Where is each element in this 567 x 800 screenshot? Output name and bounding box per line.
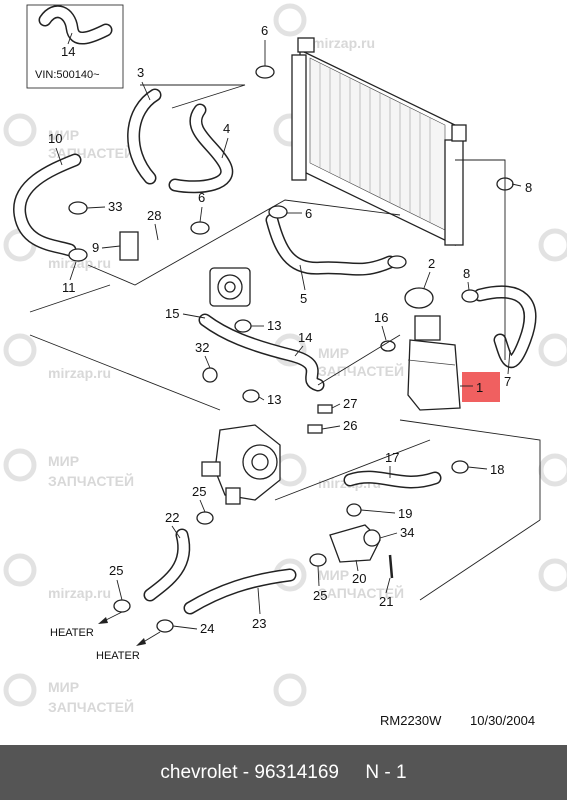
callout-8a: 8 [525, 180, 532, 195]
callout-10: 10 [48, 131, 62, 146]
watermark-line1: МИР [48, 127, 79, 143]
watermark-line2: ЗАПЧАСТЕЙ [318, 362, 404, 379]
radiator [291, 37, 467, 247]
callout-1: 1 [476, 380, 483, 395]
watermark-site: mirzap.ru [48, 365, 111, 381]
drawing-reference-code: RM2230W [380, 713, 442, 728]
watermark-line2: ЗАПЧАСТЕЙ [48, 144, 134, 161]
watermark-line1: МИР [48, 453, 79, 469]
watermark-line2: ЗАПЧАСТЕЙ [48, 698, 134, 715]
callout-23: 23 [252, 616, 266, 631]
heater-connections: HEATER HEATER [50, 611, 161, 662]
footer-position: N - 1 [365, 761, 407, 783]
footer-gap [339, 762, 365, 784]
watermark-line2: ЗАПЧАСТЕЙ [48, 472, 134, 489]
callout-27: 27 [343, 396, 357, 411]
footer-part-number: 96314169 [254, 761, 339, 783]
watermark-logo: mirzap.ru [3, 333, 111, 381]
callout-22: 22 [165, 510, 179, 525]
hoses [13, 88, 537, 615]
tank-cap [404, 287, 434, 309]
outline-lines [29, 84, 541, 601]
arrow-head-icon [98, 617, 108, 624]
watermark-line1: МИР [48, 679, 79, 695]
water-outlet [329, 524, 381, 563]
watermark-logo [538, 228, 567, 262]
watermark-logo: МИР ЗАПЧАСТЕЙ [3, 448, 134, 489]
callout-25a: 25 [192, 484, 206, 499]
watermark-logo: МИР ЗАПЧАСТЕЙ [273, 333, 404, 379]
callout-11: 11 [62, 280, 76, 295]
heater-label-upper: HEATER [50, 627, 94, 639]
callout-9: 9 [92, 240, 99, 255]
callout-24: 24 [200, 621, 214, 636]
watermark-line2: ЗАПЧАСТЕЙ [318, 584, 404, 601]
callout-34: 34 [400, 525, 414, 540]
callout-6b: 6 [198, 190, 205, 205]
footer-bar: chevrolet - 96314169 N - 1 [0, 745, 567, 800]
watermark-logo [538, 453, 567, 487]
callout-28: 28 [147, 208, 161, 223]
watermark-logo: МИР ЗАПЧАСТЕЙ [273, 558, 404, 601]
watermark-line1: МИР [318, 567, 349, 583]
watermark-logo: МИР ЗАПЧАСТЕЙ [3, 673, 134, 715]
callout-17: 17 [385, 450, 399, 465]
callout-25b: 25 [109, 563, 123, 578]
callout-13b: 13 [267, 392, 281, 407]
sensor-27 [317, 404, 333, 414]
heater-label-lower: HEATER [96, 650, 140, 662]
watermark-logo [538, 558, 567, 592]
callout-4: 4 [223, 121, 230, 136]
watermark-logo [538, 333, 567, 367]
callouts: 2 3 4 5 6 6 6 7 8 8 9 10 11 13 13 14 15 … [48, 23, 532, 636]
callout-2: 2 [428, 256, 435, 271]
callout-15: 15 [165, 306, 179, 321]
callout-19: 19 [398, 506, 412, 521]
callout-32: 32 [195, 340, 209, 355]
callout-13a: 13 [267, 318, 281, 333]
callout-25c: 25 [313, 588, 327, 603]
cooling-system-diagram: mirzap.ru МИР ЗАПЧАСТЕЙ МИР ЗАПЧАСТЕЙ mi… [3, 3, 567, 715]
callout-26: 26 [343, 418, 357, 433]
callout-33: 33 [108, 199, 122, 214]
watermark-site: mirzap.ru [312, 35, 375, 51]
callout-18: 18 [490, 462, 504, 477]
watermark-logo: mirzap.ru [3, 553, 111, 601]
watermark-logo: МИР ЗАПЧАСТЕЙ [3, 113, 134, 161]
callout-6a: 6 [261, 23, 268, 38]
throttle-body [209, 267, 251, 307]
thermostat-housing [201, 424, 281, 505]
callout-21: 21 [379, 594, 393, 609]
watermark-site: mirzap.ru [48, 585, 111, 601]
watermark-site: mirzap.ru [48, 255, 111, 271]
expansion-tank: 1 [404, 287, 500, 411]
inset-vin-note: VIN:500140~ [35, 69, 100, 81]
watermark-logo [273, 673, 307, 707]
watermark-line1: МИР [318, 345, 349, 361]
sensor-26 [307, 424, 323, 434]
callout-20: 20 [352, 571, 366, 586]
callout-16: 16 [374, 310, 388, 325]
callout-5: 5 [300, 291, 307, 306]
footer-brand: chevrolet [160, 761, 238, 783]
highlight-box [462, 372, 500, 402]
arrow-head-icon [136, 638, 146, 646]
inset-box: 14 VIN:500140~ [26, 4, 124, 89]
callout-7: 7 [504, 374, 511, 389]
callout-3: 3 [137, 65, 144, 80]
callout-6c: 6 [305, 206, 312, 221]
fitting-9 [119, 231, 139, 261]
watermark-logo: mirzap.ru [273, 3, 375, 51]
inset-part-number: 14 [61, 44, 75, 59]
callout-8b: 8 [463, 266, 470, 281]
drawing-reference-date: 10/30/2004 [470, 713, 536, 728]
footer-separator: - [237, 761, 255, 783]
callout-14: 14 [298, 330, 312, 345]
